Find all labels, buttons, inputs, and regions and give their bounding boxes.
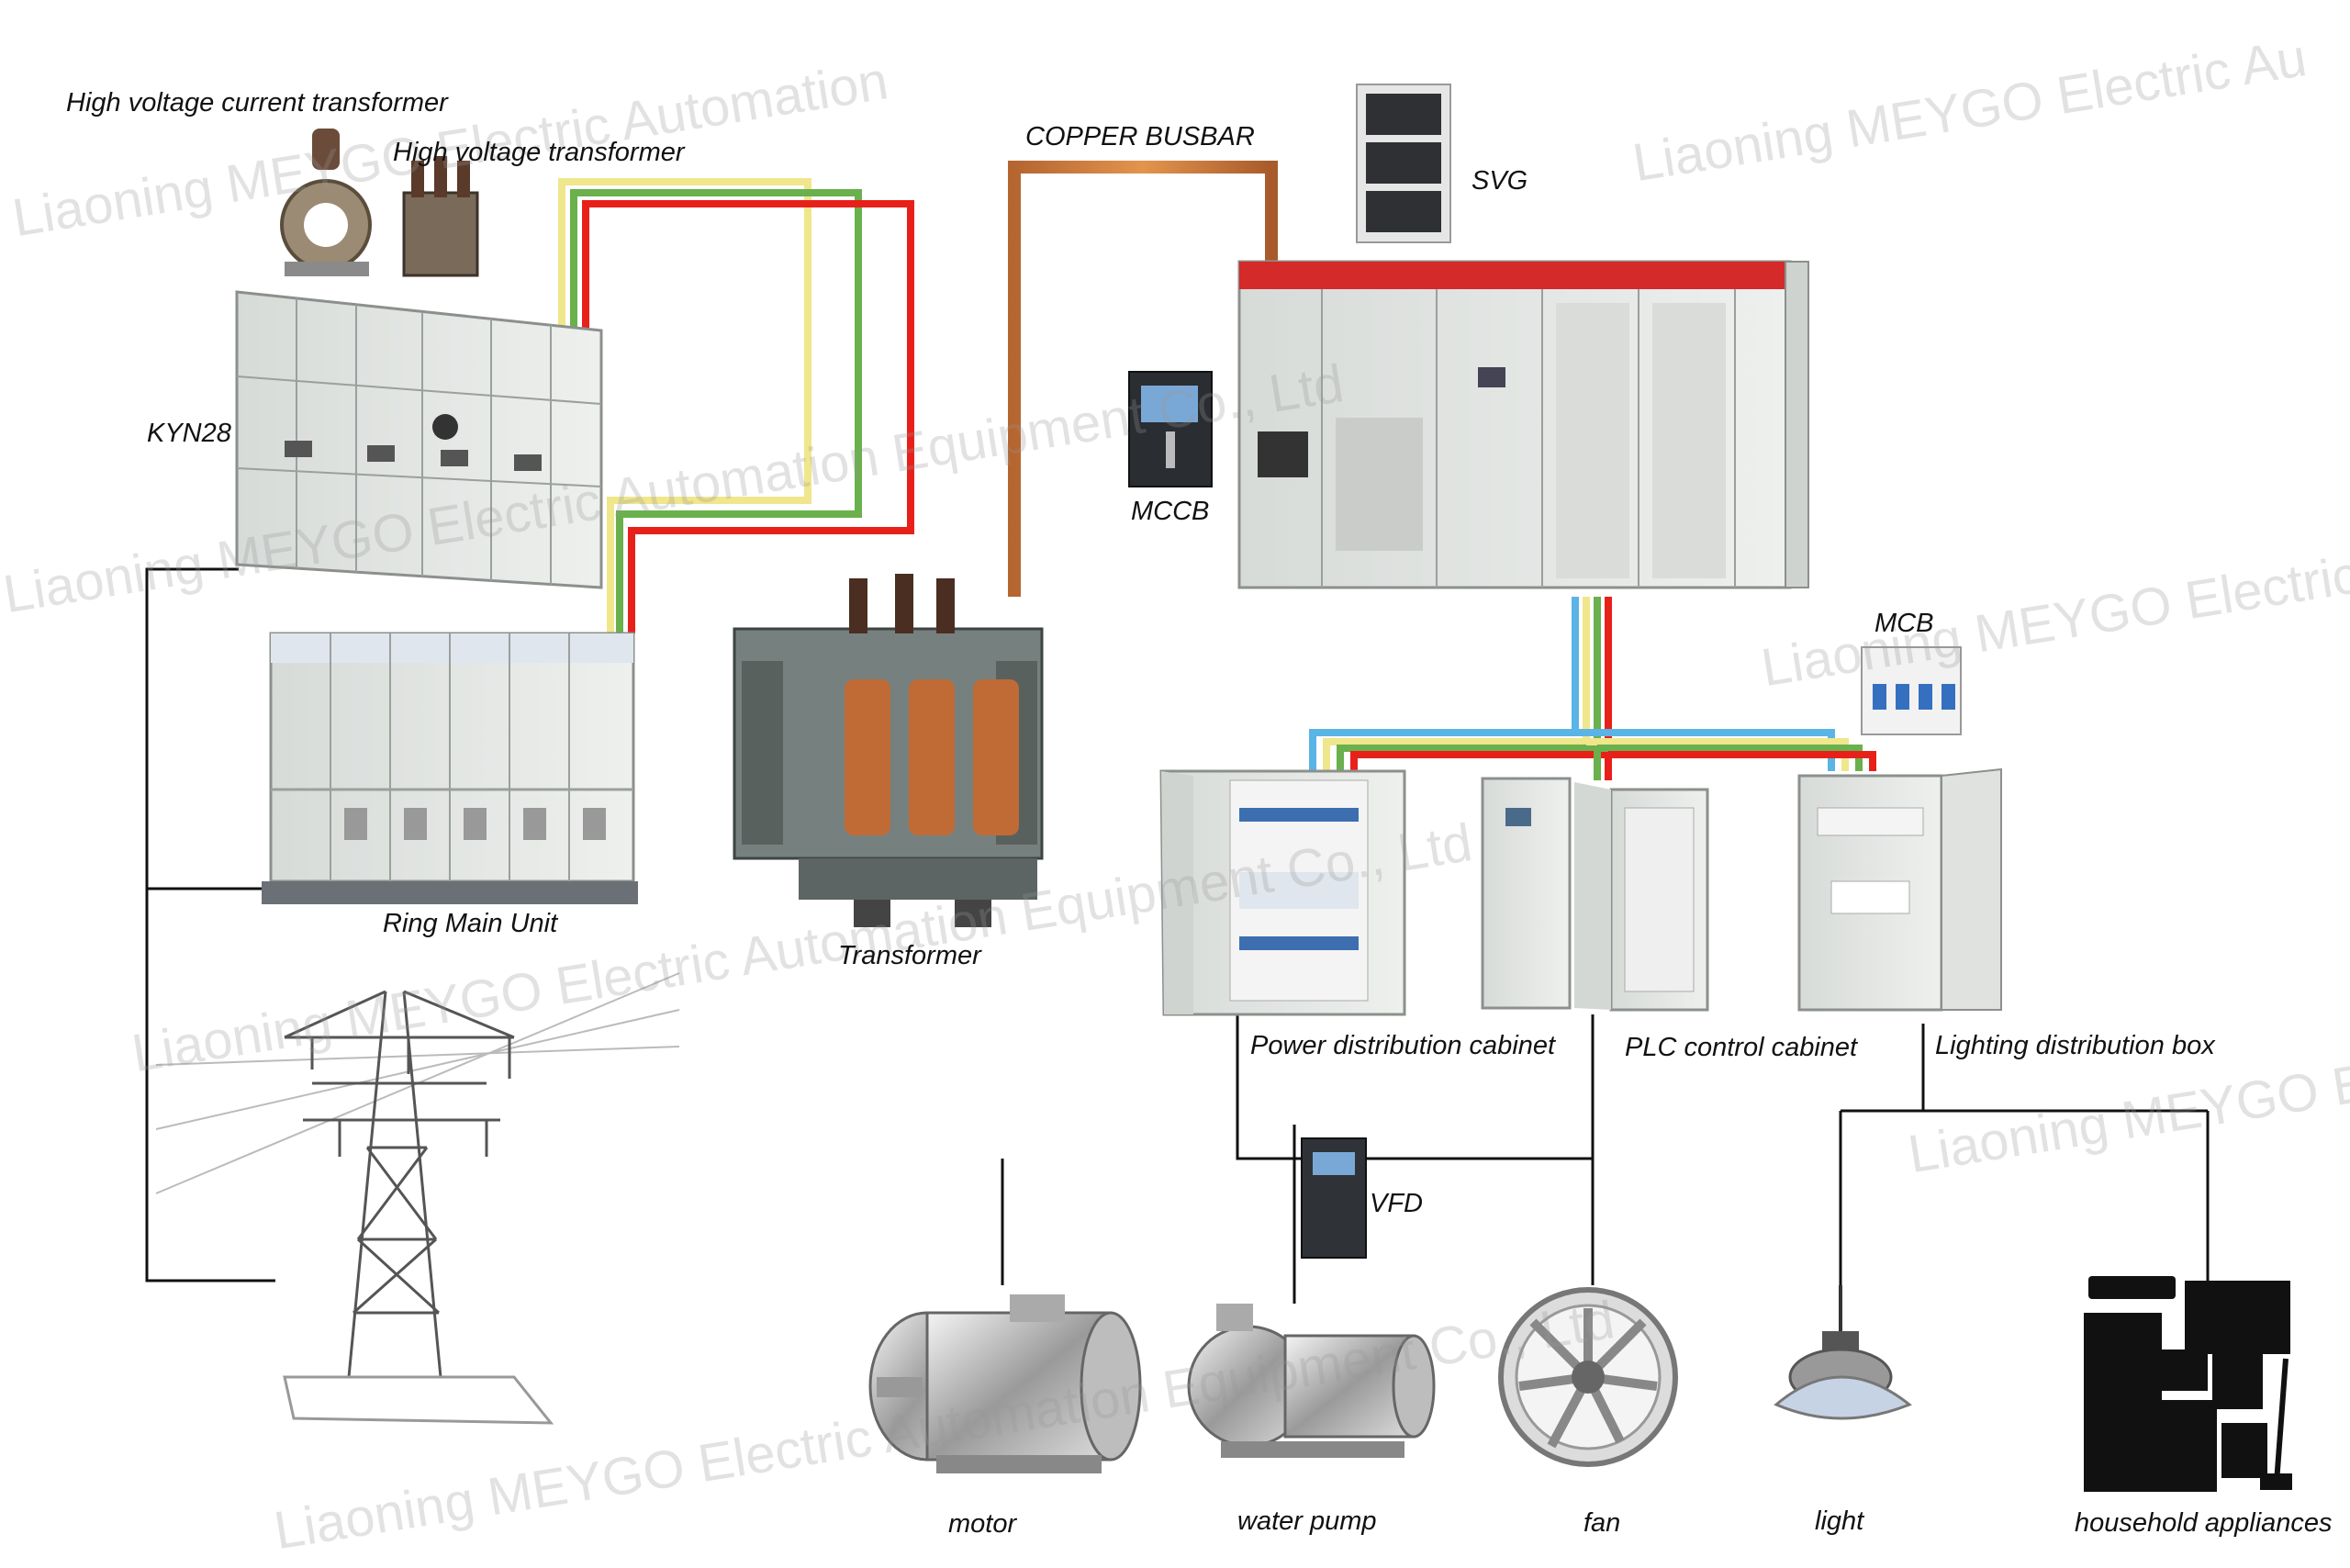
label-plc-control-cabinet: PLC control cabinet	[1625, 1033, 1858, 1062]
vfd-icon	[1301, 1137, 1367, 1259]
lighting-distribution-box-icon	[1797, 767, 2002, 1012]
hv-current-transformer-icon	[280, 129, 372, 276]
label-hv-transformer: High voltage transformer	[393, 138, 685, 167]
load-tree-lines	[1001, 1014, 2210, 1304]
label-power-distribution-cabinet: Power distribution cabinet	[1250, 1031, 1556, 1060]
label-light: light	[1815, 1506, 1864, 1536]
water-pump-icon	[1187, 1304, 1436, 1458]
label-vfd: VFD	[1370, 1189, 1423, 1218]
household-appliances-icon	[2084, 1276, 2292, 1492]
label-household-appliances: household appliances	[2075, 1508, 2333, 1538]
ring-main-unit-icon	[262, 632, 638, 904]
svg-unit-icon	[1356, 84, 1451, 243]
lv-switchgear-icon	[1237, 260, 1809, 589]
label-transformer: Transformer	[838, 941, 981, 970]
label-water-pump: water pump	[1237, 1506, 1377, 1536]
lv-phase-cables	[1309, 597, 1876, 780]
kyn28-switchgear-icon	[235, 290, 603, 589]
label-motor: motor	[948, 1509, 1017, 1539]
mcb-icon	[1861, 646, 1962, 735]
label-copper-busbar: COPPER BUSBAR	[1025, 122, 1255, 151]
label-lighting-distribution-box: Lighting distribution box	[1935, 1031, 2215, 1060]
hv-phase-cables	[558, 178, 914, 633]
label-ring-main-unit: Ring Main Unit	[383, 909, 558, 938]
fan-icon	[1498, 1287, 1678, 1467]
motor-icon	[868, 1294, 1142, 1473]
mccb-icon	[1128, 371, 1213, 487]
label-svg: SVG	[1472, 166, 1528, 196]
transmission-tower-icon	[155, 972, 680, 1425]
main-transformer-icon	[733, 574, 1044, 927]
power-distribution-cabinet-icon	[1159, 769, 1406, 1016]
copper-busbar	[1008, 161, 1278, 597]
label-mccb: MCCB	[1131, 497, 1210, 526]
light-icon	[1774, 1285, 1912, 1420]
hv-feed-line	[145, 567, 275, 1282]
plc-control-cabinet-icon	[1481, 777, 1709, 1012]
hv-transformer-icon	[402, 156, 479, 277]
label-mcb: MCB	[1874, 609, 1934, 638]
label-fan: fan	[1583, 1508, 1621, 1538]
label-hv-current-transformer: High voltage current transformer	[66, 88, 448, 118]
label-kyn28: KYN28	[147, 419, 231, 448]
